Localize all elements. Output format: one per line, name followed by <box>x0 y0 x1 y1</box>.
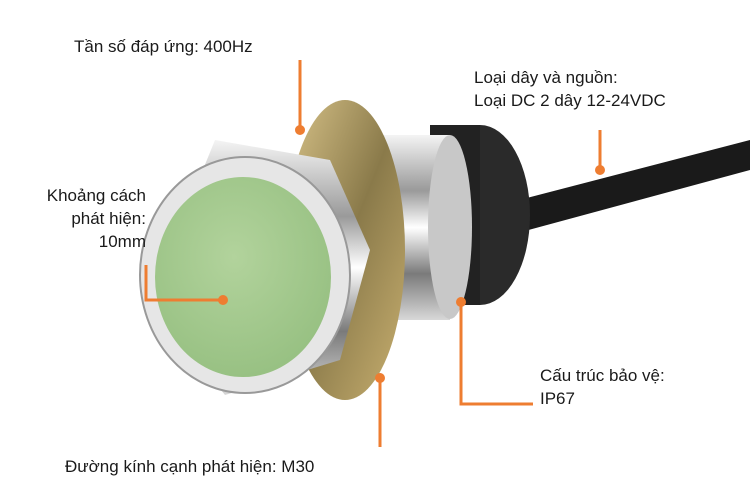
leader-lines <box>144 60 602 447</box>
wire-type-value: Loại DC 2 dây 12-24VDC <box>474 91 666 110</box>
frequency-label: Tần số đáp ứng: 400Hz <box>74 37 253 56</box>
distance-value: 10mm <box>98 232 146 251</box>
protection-title: Cấu trúc bảo vệ: <box>540 366 665 385</box>
cable <box>500 140 750 235</box>
distance-title-2: phát hiện: <box>71 209 146 228</box>
protection-value: IP67 <box>540 389 575 408</box>
protection-label: Cấu trúc bảo vệ: IP67 <box>540 364 665 410</box>
wire-type-title: Loại dây và nguồn: <box>474 68 618 87</box>
distance-label: Khoảng cách phát hiện: 10mm <box>10 184 146 253</box>
distance-title-1: Khoảng cách <box>46 186 146 205</box>
wire-type-label: Loại dây và nguồn: Loại DC 2 dây 12-24VD… <box>474 66 666 112</box>
diameter-label: Đường kính cạnh phát hiện: M30 <box>65 457 315 476</box>
sensor-face <box>139 156 351 394</box>
leader-dots <box>218 125 605 383</box>
